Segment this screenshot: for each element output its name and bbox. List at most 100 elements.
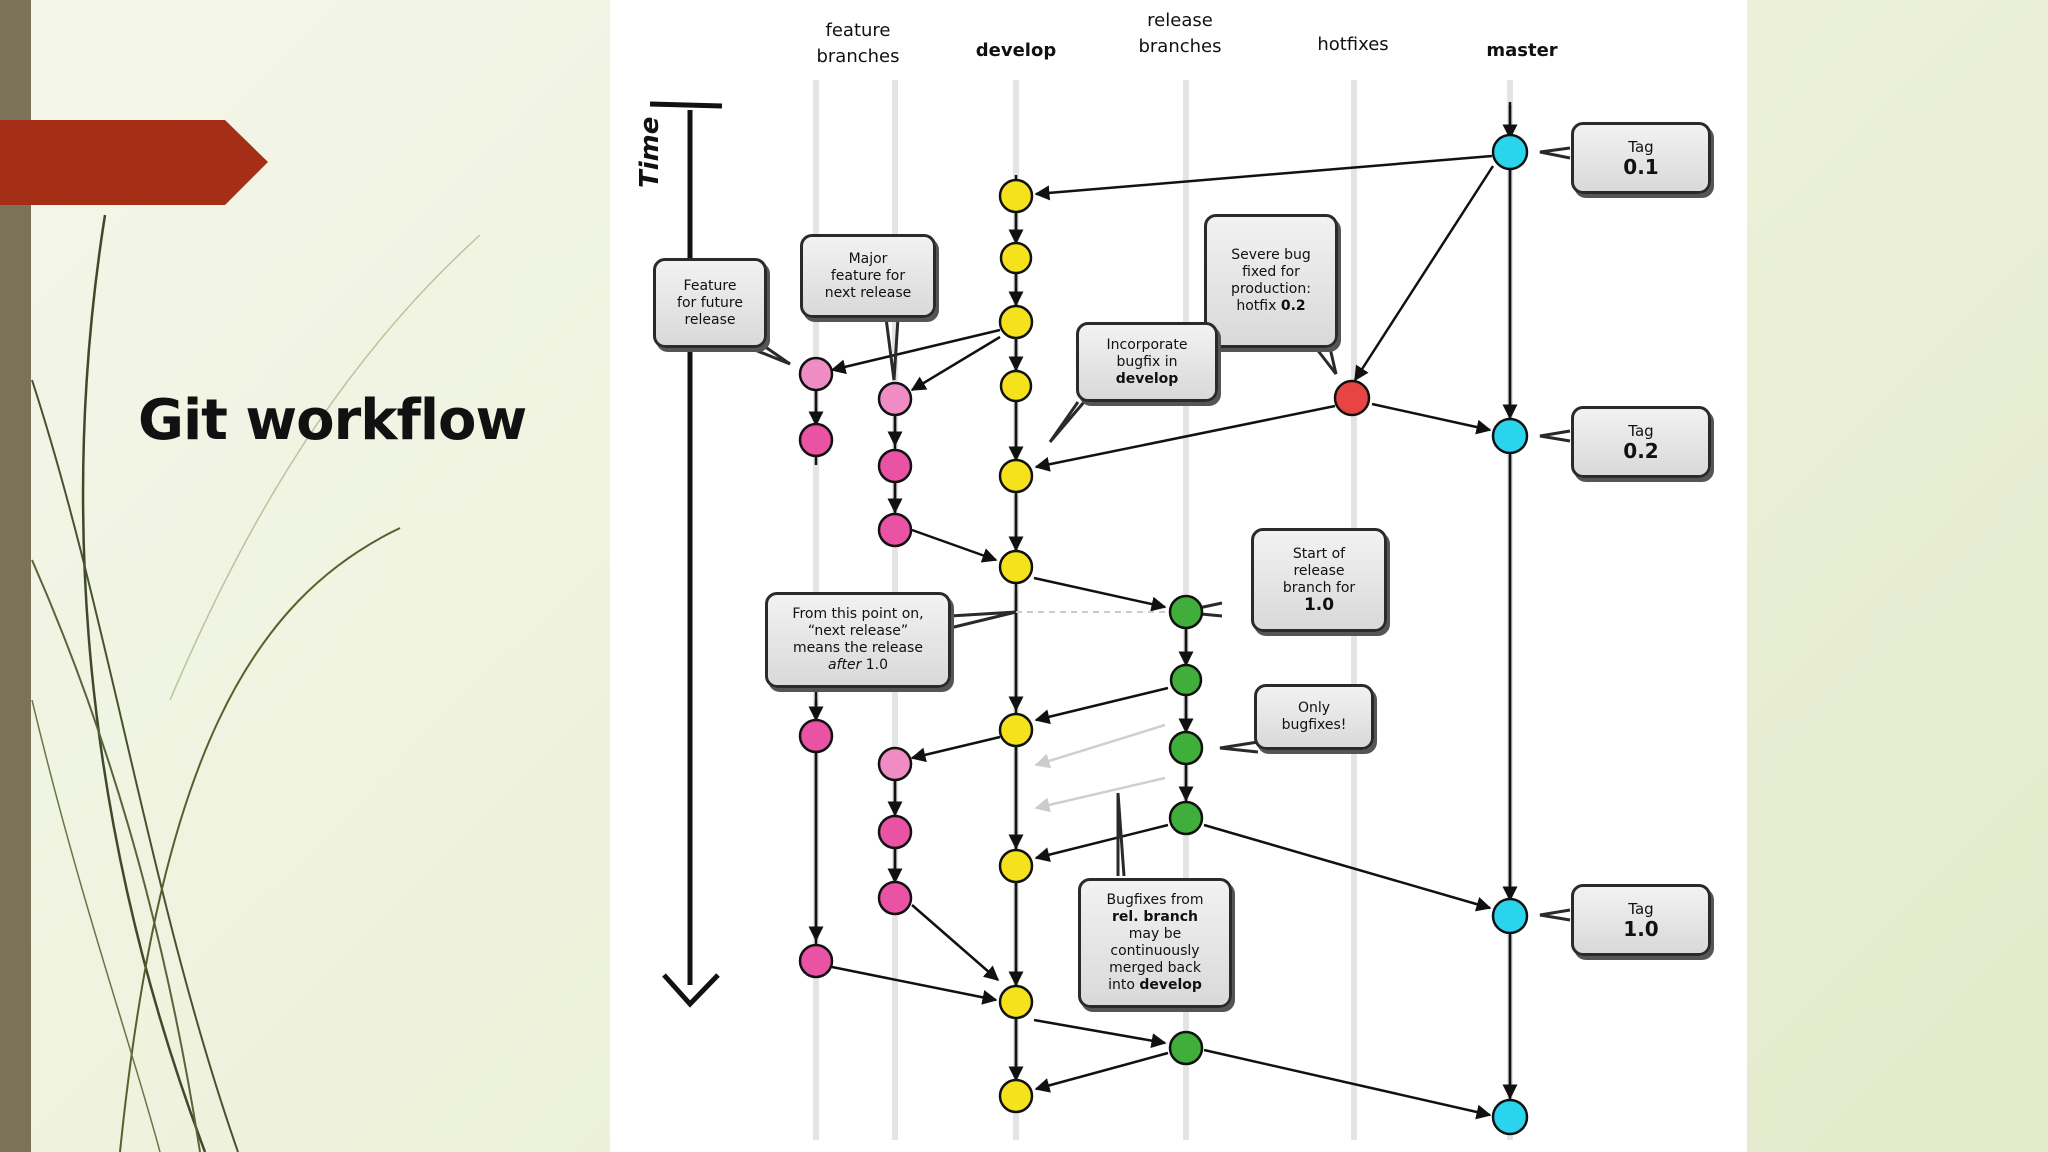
callout-text: into bbox=[1108, 977, 1140, 993]
callout-line: production: bbox=[1231, 281, 1311, 297]
merge-arrows bbox=[830, 154, 1495, 1120]
develop-commit bbox=[998, 848, 1034, 884]
callout-line: fixed for bbox=[1242, 264, 1300, 280]
lane-label-master: master bbox=[1486, 40, 1558, 61]
time-axis bbox=[649, 101, 723, 1008]
tag-word: Tag bbox=[1628, 899, 1654, 918]
callout-line: continuously bbox=[1110, 943, 1200, 959]
hotfix-commit bbox=[1333, 379, 1371, 417]
callout-line: branch for bbox=[1282, 580, 1356, 596]
callout-line: means the release bbox=[793, 640, 923, 656]
callout-line: release bbox=[1293, 563, 1345, 579]
feature-commit bbox=[877, 814, 913, 850]
feature-commit bbox=[798, 422, 834, 458]
develop-commits bbox=[998, 178, 1034, 1114]
tag-word: Tag bbox=[1628, 421, 1654, 440]
develop-commit bbox=[998, 178, 1034, 214]
release-commits bbox=[1168, 594, 1204, 1066]
tag-bubble-0-2: Tag 0.2 bbox=[1571, 406, 1711, 478]
lane-label-feature-branches: feature branches bbox=[816, 20, 900, 67]
callout-emphasis: 1.0 bbox=[1303, 595, 1335, 615]
master-commit bbox=[1491, 1098, 1529, 1136]
callout-major-feature: Major feature for next release bbox=[800, 234, 936, 318]
callout-feature-future-release: Feature for future release bbox=[653, 258, 767, 348]
tag-version: 0.2 bbox=[1623, 438, 1659, 463]
tag-bubble-1-0: Tag 1.0 bbox=[1571, 884, 1711, 956]
decorative-grass-lines bbox=[31, 214, 481, 1152]
time-axis-label: Time bbox=[635, 116, 665, 188]
faint-merge-arrows bbox=[1034, 723, 1166, 813]
release-commit bbox=[1168, 800, 1204, 836]
develop-commit bbox=[998, 1078, 1034, 1114]
callout-line: Severe bug bbox=[1231, 247, 1311, 263]
callout-only-bugfixes: Only bugfixes! bbox=[1254, 684, 1374, 750]
callout-incorporate-bugfix: Incorporate bugfix in develop bbox=[1076, 322, 1218, 402]
feature-commit bbox=[877, 512, 913, 548]
release-commit bbox=[1168, 594, 1204, 630]
callout-emphasis: develop bbox=[1115, 370, 1179, 387]
master-commit bbox=[1491, 417, 1529, 455]
callout-emphasis: rel. branch bbox=[1112, 909, 1198, 925]
callout-line: for future bbox=[677, 294, 743, 311]
callout-line: merged back bbox=[1109, 960, 1201, 976]
develop-commit bbox=[998, 984, 1034, 1020]
callout-start-release-branch: Start of release branch for 1.0 bbox=[1251, 528, 1387, 632]
sequence-arrows bbox=[808, 102, 1518, 1100]
callout-bugfixes-from-release: Bugfixes from rel. branch may be continu… bbox=[1078, 878, 1232, 1008]
feature-commit bbox=[798, 356, 834, 392]
callout-line: after 1.0 bbox=[828, 657, 888, 674]
develop-commit bbox=[998, 712, 1034, 748]
callout-line: Incorporate bbox=[1106, 336, 1188, 353]
master-commits bbox=[1491, 133, 1529, 1136]
callout-next-release: From this point on, “next release” means… bbox=[765, 592, 951, 688]
callout-pointers bbox=[734, 146, 1571, 922]
release-commit bbox=[1169, 663, 1203, 697]
develop-commit bbox=[999, 241, 1033, 275]
lane-label-hotfixes: hotfixes bbox=[1317, 34, 1389, 55]
feature-commit bbox=[877, 746, 913, 782]
callout-line: may be bbox=[1128, 926, 1182, 942]
develop-commit bbox=[999, 369, 1033, 403]
red-arrow-banner bbox=[0, 120, 268, 205]
feature-commit bbox=[877, 880, 913, 916]
master-commit bbox=[1491, 897, 1529, 935]
feature-commit bbox=[877, 448, 913, 484]
callout-line: Only bbox=[1297, 700, 1331, 716]
callout-text: 1.0 bbox=[861, 657, 889, 673]
develop-commit bbox=[998, 304, 1034, 340]
callout-line: release bbox=[684, 311, 736, 328]
tag-version: 1.0 bbox=[1623, 916, 1659, 941]
callout-line: Bugfixes from bbox=[1106, 892, 1204, 908]
callout-line: into develop bbox=[1108, 977, 1202, 994]
lane-label-develop: develop bbox=[975, 40, 1057, 61]
callout-severe-bug: Severe bug fixed for production: hotfix … bbox=[1204, 214, 1338, 348]
callout-line: Major bbox=[848, 250, 888, 267]
callout-line: From this point on, bbox=[792, 606, 924, 622]
tag-version: 0.1 bbox=[1623, 154, 1659, 179]
tag-bubble-0-1: Tag 0.1 bbox=[1571, 122, 1711, 194]
callout-line: hotfix 0.2 bbox=[1236, 298, 1305, 315]
callout-line: bugfixes! bbox=[1281, 717, 1347, 733]
release-commit bbox=[1168, 1030, 1204, 1066]
develop-commit bbox=[998, 549, 1034, 585]
release-commit bbox=[1168, 730, 1204, 766]
callout-line: feature for bbox=[830, 267, 906, 284]
callout-line: “next release” bbox=[807, 623, 909, 639]
callout-emphasis: after bbox=[827, 657, 862, 673]
feature-commit bbox=[798, 718, 834, 754]
callout-emphasis: 0.2 bbox=[1280, 298, 1306, 314]
feature-commit bbox=[877, 381, 913, 417]
lane-label-release-branches: release branches bbox=[1138, 10, 1222, 57]
tag-word: Tag bbox=[1628, 137, 1654, 156]
callout-line: Feature bbox=[683, 277, 737, 294]
master-commit bbox=[1491, 133, 1529, 171]
callout-line: bugfix in bbox=[1116, 353, 1178, 370]
callout-line: Start of bbox=[1292, 546, 1346, 562]
develop-commit bbox=[998, 458, 1034, 494]
feature-commits bbox=[798, 356, 913, 979]
callout-emphasis: develop bbox=[1139, 977, 1202, 993]
callout-text: hotfix bbox=[1236, 298, 1281, 314]
feature-commit bbox=[798, 943, 834, 979]
slide-title: Git workflow bbox=[138, 388, 527, 453]
